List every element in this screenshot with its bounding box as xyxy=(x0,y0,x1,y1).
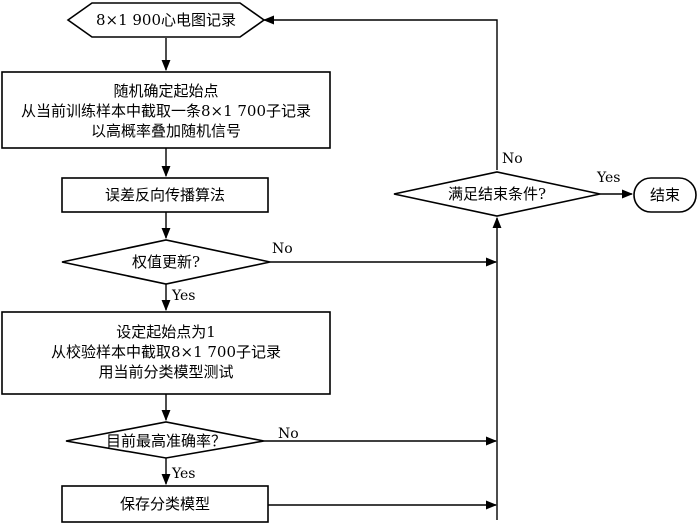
arrow-loop-back-to-start xyxy=(262,15,498,170)
start-text: 8×1 900心电图记录 xyxy=(96,11,236,29)
end-terminal xyxy=(633,177,697,213)
decision-accuracy-diamond xyxy=(65,421,265,459)
step3-node: 设定起始点为1 从校验样本中截取8×1 700子记录 用当前分类模型测试 xyxy=(1,311,331,395)
step2-box xyxy=(61,177,269,213)
decision-end-diamond xyxy=(393,171,601,217)
step3-line1: 设定起始点为1 xyxy=(116,323,216,341)
accuracy-no-label: No xyxy=(278,426,299,442)
decision-weight-text: 权值更新? xyxy=(132,253,200,271)
step1-line3: 以高概率叠加随机信号 xyxy=(91,122,241,140)
start-node: 8×1 900心电图记录 xyxy=(66,2,266,38)
step4-box xyxy=(61,485,269,523)
decision-weight-node: 权值更新? xyxy=(61,239,271,285)
end-no-label: No xyxy=(502,151,523,167)
step4-node: 保存分类模型 xyxy=(61,485,269,523)
end-text: 结束 xyxy=(650,186,680,204)
step1-box xyxy=(1,71,331,149)
accuracy-yes-label: Yes xyxy=(171,466,196,482)
step1-line1: 随机确定起始点 xyxy=(113,82,218,100)
step2-text: 误差反向传播算法 xyxy=(105,186,225,204)
step4-text: 保存分类模型 xyxy=(120,495,210,513)
start-hexagon xyxy=(66,2,266,38)
step3-line2: 从校验样本中截取8×1 700子记录 xyxy=(51,343,281,361)
weight-yes-label: Yes xyxy=(171,288,196,304)
step3-line3: 用当前分类模型测试 xyxy=(98,363,233,381)
decision-accuracy-text: 目前最高准确率？ xyxy=(106,432,226,450)
step1-node: 随机确定起始点 从当前训练样本中截取一条8×1 700子记录 以高概率叠加随机信… xyxy=(1,71,331,149)
weight-no-label: No xyxy=(272,241,293,257)
branch-labels: No Yes No Yes No Yes xyxy=(171,151,621,482)
decision-end-node: 满足结束条件? xyxy=(393,171,601,217)
step3-box xyxy=(1,311,331,395)
end-yes-label: Yes xyxy=(596,170,621,186)
end-node: 结束 xyxy=(633,177,697,213)
connectors xyxy=(161,15,634,520)
decision-accuracy-node: 目前最高准确率？ xyxy=(65,421,265,459)
step1-line2: 从当前训练样本中截取一条8×1 700子记录 xyxy=(21,102,311,120)
decision-weight-diamond xyxy=(61,239,271,285)
step2-node: 误差反向传播算法 xyxy=(61,177,269,213)
decision-end-text: 满足结束条件? xyxy=(448,185,546,203)
